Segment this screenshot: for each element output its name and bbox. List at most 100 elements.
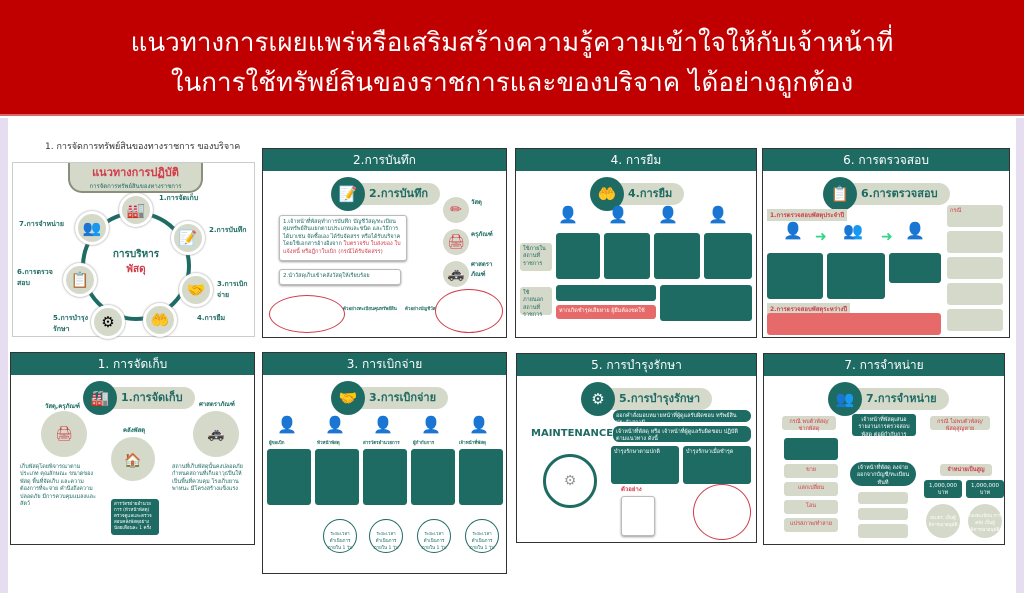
case-box — [947, 257, 1003, 279]
warehouse-icon: 🏭 — [83, 381, 117, 415]
report-step: เจ้าหน้าที่พัสดุเสนอรายงานการตรวจสอบพัสด… — [852, 414, 916, 445]
inside-use-label: ใช้ภายในสถานที่ราชการ — [520, 243, 552, 271]
form-label: ตัวอย่างบัญชีวัสดุ — [405, 307, 439, 312]
category-label: วัสดุ — [471, 199, 482, 206]
panel-maintenance: 5. การบำรุงรักษา ⚙5.การบำรุงรักษา MAINTE… — [516, 353, 757, 543]
maintenance-title: MAINTENANCE — [531, 428, 614, 439]
pill-label: 1.การจัดเก็บ — [121, 391, 183, 404]
weapons-title: ศาสตราภัณฑ์ — [199, 401, 235, 408]
gear-icon: ⚙ — [543, 454, 597, 508]
borrow-step — [704, 233, 752, 279]
disburse-step — [411, 449, 455, 505]
document-icon: 📝 — [171, 221, 205, 255]
person-icon: 👤 — [905, 221, 925, 240]
case-found: กรณี พบตัวพัสดุ/ซากพัสดุ — [782, 416, 836, 433]
case-box — [947, 283, 1003, 305]
case-label: กรณี — [950, 208, 962, 214]
title-line-1: แนวทางการเผยแพร่หรือเสริมสร้างความรู้ควา… — [130, 28, 894, 58]
warehouse-title: คลังพัสดุ — [123, 427, 146, 434]
person-icon: 👤 — [277, 415, 297, 434]
writeoff-step: เจ้าหน้าที่พัสดุ ลงจ่ายออกจากบัญชี/ทะเบี… — [850, 462, 916, 486]
panel-header: 5. การบำรุงรักษา — [517, 354, 756, 376]
disburse-step — [459, 449, 503, 505]
step-label: 2.การบันทึก — [209, 226, 247, 234]
time-badge: ระยะเวลาดำเนินการ ภายใน 1 วัน — [369, 519, 403, 553]
damage-note: หากเกิดชำรุดเสียหาย ผู้ยืมต้องชดใช้ — [556, 305, 656, 319]
right-border — [1016, 118, 1024, 593]
pill-label: 6.การตรวจสอบ — [861, 187, 938, 200]
limit-under: 1,000,000 บาท — [924, 480, 962, 498]
case-label: กรณี พบตัวพัสดุ/ซากพัสดุ — [789, 419, 829, 433]
intro-banner: แนวทางการปฏิบัติ การจัดการทรัพย์สินของทา… — [68, 163, 203, 193]
record-step — [858, 524, 908, 538]
step-text: 1.เจ้าหน้าที่พัสดุทำการบันทึก บัญชีวัสดุ… — [283, 219, 401, 248]
panel-recording: 2.การบันทึก 📝 2.การบันทึก 1.เจ้าหน้าที่พั… — [262, 148, 507, 338]
committee-icon: 👥 — [843, 221, 863, 240]
recording-step-2: 2.นำวัสดุเก็บเข้าคลังวัสดุให้เรียบร้อย — [279, 269, 401, 285]
maintenance-guideline: เจ้าหน้าที่พัสดุ หรือ เจ้าหน้าที่ผู้ดูแล… — [613, 426, 751, 442]
inspection-step — [827, 253, 885, 299]
lend-icon: 🤲 — [143, 303, 177, 337]
case-box — [947, 309, 1003, 331]
recording-step-1: 1.เจ้าหน้าที่พัสดุทำการบันทึก บัญชีวัสดุ… — [279, 215, 407, 261]
approver-commissioner: ผบ.ตร. เป็นผู้พิจารณาอนุมัติ — [926, 504, 960, 538]
section-label: 1.การตรวจสอบพัสดุประจำปี — [767, 209, 848, 221]
police-car-icon: 🚓 — [193, 411, 239, 457]
person-icon: 👤 — [658, 205, 678, 224]
borrow-step — [604, 233, 650, 279]
document-icon: 📝 — [331, 177, 365, 211]
person-icon: 👤 — [373, 415, 393, 434]
step-label: 7.การจำหน่าย — [19, 220, 64, 228]
person-icon: 👤 — [325, 415, 345, 434]
person-icon: 👤 — [469, 415, 489, 434]
weapons-guidelines: สถานที่เก็บพัสดุนั้นคงปลอดภัย กำหนดสถานท… — [172, 464, 243, 493]
method-sale: ขาย — [784, 464, 838, 478]
maintenance-order: ออกคำสั่งมอบหมายหน้าที่ผู้ดูแลรับผิดชอบ … — [613, 410, 751, 426]
midyear-note — [767, 313, 941, 335]
disburse-step — [363, 449, 407, 505]
checklist-icon: 📋 — [63, 263, 97, 297]
printer-icon: 🖨 — [41, 411, 87, 457]
role-label: ผู้ขอเบิก — [269, 441, 285, 446]
supplies-guidelines: เก็บพัสดุโดยพิจารณาตามประเภท คุณลักษณะ ข… — [20, 464, 96, 508]
title-banner: แนวทางการเผยแพร่หรือเสริมสร้างความรู้ควา… — [0, 0, 1024, 116]
approval-step — [784, 438, 838, 460]
borrow-step — [654, 233, 700, 279]
center-line-2: พัสดุ — [126, 264, 146, 275]
intro-diagram: แนวทางการปฏิบัติ การจัดการทรัพย์สินของทา… — [12, 162, 255, 339]
record-step — [858, 492, 908, 504]
center-label: การบริหารพัสดุ — [101, 247, 171, 277]
pill-label: 2.การบันทึก — [369, 187, 428, 200]
banner-subtitle: การจัดการทรัพย์สินของทางราชการ — [89, 183, 182, 190]
left-border — [0, 118, 8, 593]
printer-icon: 🖨 — [443, 229, 469, 255]
arrow-icon: ➜ — [815, 229, 827, 245]
routine-maintenance: บำรุงรักษาตามปกติ — [611, 446, 679, 484]
gear-icon: ⚙ — [91, 305, 125, 339]
pill-label: 7.การจำหน่าย — [866, 392, 937, 405]
inspection-step — [767, 253, 823, 299]
form-magnifier — [269, 295, 345, 333]
write-off-label: จำหน่ายเป็นสูญ — [940, 464, 992, 476]
step-label: 6.การตรวจสอบ — [17, 268, 53, 287]
panel-header: 2.การบันทึก — [263, 149, 506, 171]
handover-icon: 🤝 — [179, 273, 213, 307]
step-label: 5.การบำรุงรักษา — [53, 314, 89, 333]
step-label: 4.การยืม — [197, 314, 226, 322]
handover-icon: 🤝 — [331, 381, 365, 415]
checklist-icon: 📋 — [823, 177, 857, 211]
banner-title: แนวทางการปฏิบัติ — [92, 166, 179, 179]
supplies-title: วัสดุ,ครุภัณฑ์ — [45, 403, 80, 410]
panel-pill: 👥7.การจำหน่าย — [828, 382, 949, 416]
disburse-step — [315, 449, 359, 505]
panel-header: 1. การจัดเก็บ — [11, 353, 254, 375]
record-step — [858, 508, 908, 520]
panel-pill: 📋 6.การตรวจสอบ — [823, 177, 950, 211]
panel-pill: ⚙5.การบำรุงรักษา — [581, 382, 713, 416]
case-label: กรณี ไม่พบตัวพัสดุ/พัสดุสูญหาย — [937, 419, 983, 433]
disposal-icon: 👥 — [75, 211, 109, 245]
form-label: ตัวอย่างทะเบียนคุมทรัพย์สิน — [343, 307, 397, 312]
panel-storage: 1. การจัดเก็บ 🏭 1.การจัดเก็บ วัสดุ,ครุภัณ… — [10, 352, 255, 545]
panel-header: 3. การเบิกจ่าย — [263, 353, 506, 375]
limit-over: 1,000,000 บาท — [966, 480, 1004, 498]
